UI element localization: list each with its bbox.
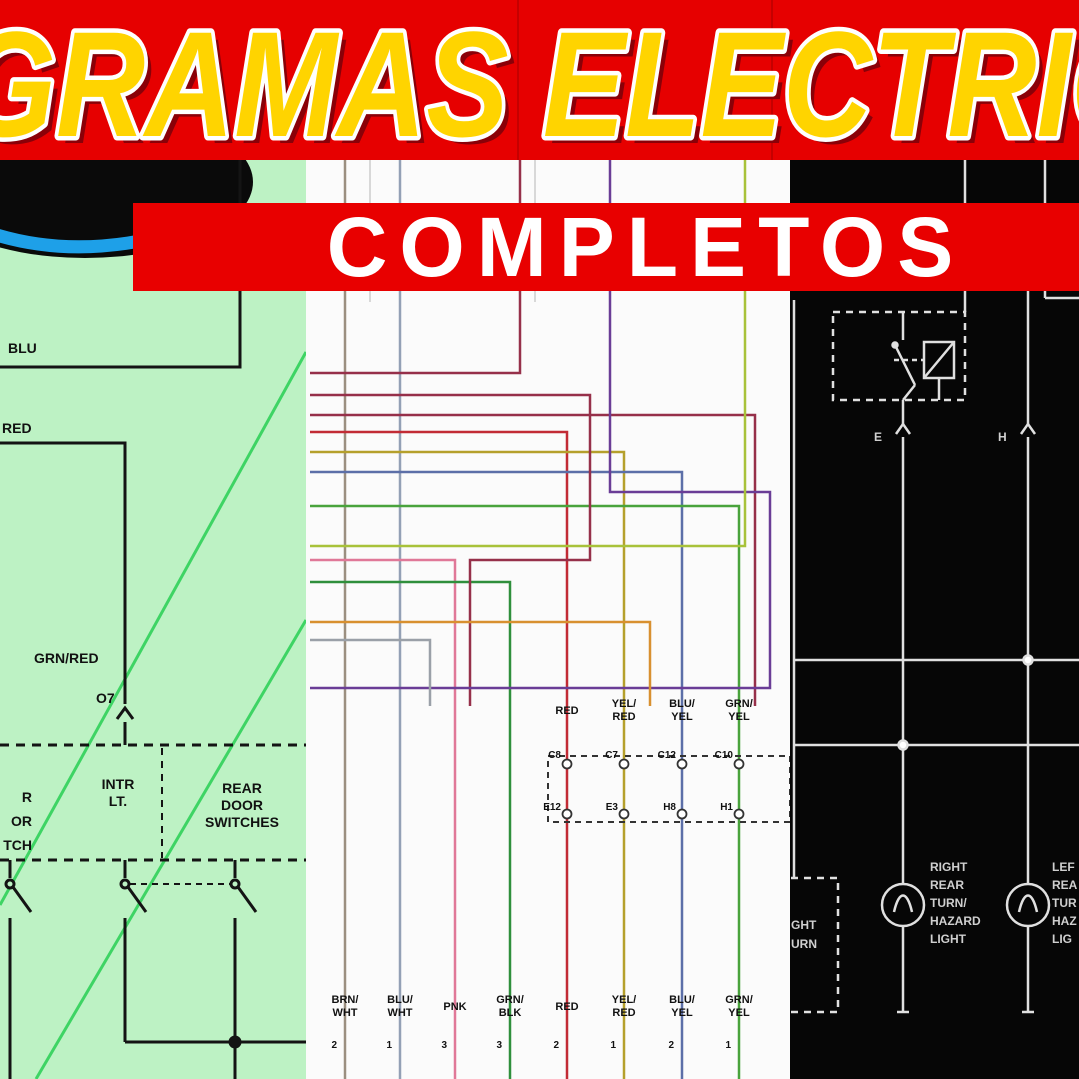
right-diagram-svg bbox=[790, 160, 1079, 1014]
wire-grn-blk bbox=[310, 580, 512, 1079]
pin-label: H1 bbox=[720, 802, 733, 813]
colored-wires bbox=[310, 160, 772, 1079]
middle-diagram-panel bbox=[306, 160, 790, 1079]
turn-lamp-icon bbox=[880, 882, 926, 928]
pin-label: C12 bbox=[657, 750, 676, 761]
subtitle-text: COMPLETOS bbox=[326, 200, 966, 294]
door-switch-symbol bbox=[119, 860, 148, 1042]
label-right-turn-partial: GHT URN bbox=[791, 918, 817, 952]
door-switch-symbol bbox=[4, 860, 33, 1079]
label-rear-door-switches: REAR DOOR SWITCHES bbox=[205, 780, 279, 830]
label-left-rear-turn-partial: LEF REA TUR HAZ LIG bbox=[1052, 860, 1078, 946]
wire-label: GRN/ YEL bbox=[725, 698, 753, 723]
connector-arrow-icon bbox=[1019, 421, 1037, 435]
wire-grn-yel bbox=[310, 504, 741, 1079]
wire-red bbox=[310, 430, 569, 1079]
pin-number: 1 bbox=[386, 1040, 392, 1051]
wire-pnk bbox=[310, 558, 457, 1079]
junction-dot bbox=[228, 1035, 242, 1049]
label-right-rear-turn-hazard-light: RIGHT REAR TURN/ HAZARD LIGHT bbox=[930, 860, 981, 946]
right-circuit-lines bbox=[790, 160, 1079, 1014]
pin-label: E12 bbox=[543, 802, 561, 813]
connector-arrow-icon bbox=[115, 705, 135, 720]
wire-label: BLU/ YEL bbox=[669, 698, 695, 723]
pin-label: E3 bbox=[605, 802, 618, 813]
wire-label-grn-red: GRN/RED bbox=[34, 650, 99, 666]
pin-number: 3 bbox=[496, 1040, 502, 1051]
blue-arc-graphic bbox=[0, 229, 157, 254]
pin-label: C7 bbox=[605, 750, 618, 761]
pin-number: 1 bbox=[610, 1040, 616, 1051]
connector-label-o7: O7 bbox=[96, 690, 115, 706]
pin-number: 3 bbox=[441, 1040, 447, 1051]
label-intr-lt: INTR LT. bbox=[101, 776, 135, 809]
wire-label: RED bbox=[555, 705, 579, 717]
switch-box-partial bbox=[790, 876, 840, 1014]
connector-arrow-icon bbox=[894, 421, 912, 435]
pin-number: 2 bbox=[668, 1040, 674, 1051]
wire-label: RED bbox=[555, 1001, 579, 1013]
pin-number: 2 bbox=[553, 1040, 559, 1051]
pin-number: 1 bbox=[725, 1040, 731, 1051]
pin-number: 2 bbox=[331, 1040, 337, 1051]
wire-yel-red bbox=[310, 450, 626, 1079]
wire-label: YEL/ RED bbox=[611, 698, 637, 723]
wire-label: BLU/ WHT bbox=[387, 994, 413, 1019]
junction-dot bbox=[897, 739, 909, 751]
wire-blu-yel bbox=[310, 470, 684, 1079]
subtitle-bar: COMPLETOS bbox=[133, 203, 1079, 291]
junction-dot bbox=[1022, 654, 1034, 666]
left-circuit-lines bbox=[0, 160, 306, 1079]
wire-label: GRN/ YEL bbox=[725, 994, 753, 1019]
wire-label: BLU/ YEL bbox=[669, 994, 695, 1019]
green-diagonal-lines bbox=[0, 351, 306, 1079]
pin-label: H8 bbox=[663, 802, 676, 813]
relay-symbol bbox=[831, 310, 967, 402]
wire-label-red: RED bbox=[2, 420, 32, 436]
right-diagram-panel bbox=[790, 160, 1079, 1079]
pin-label: C10 bbox=[714, 750, 733, 761]
pin-label-h: H bbox=[998, 430, 1007, 444]
label-left-switch-partial: R OR TCH bbox=[3, 789, 32, 853]
wire-label: PNK bbox=[443, 1001, 467, 1013]
left-diagram-svg bbox=[0, 160, 306, 1079]
wire-label: GRN/ BLK bbox=[496, 994, 524, 1019]
wire-label-blu: BLU bbox=[8, 340, 37, 356]
connector-block bbox=[547, 755, 790, 823]
door-switch-symbol bbox=[229, 860, 258, 1079]
turn-lamp-icon bbox=[1005, 882, 1051, 928]
left-diagram-panel bbox=[0, 160, 306, 1079]
middle-diagram-svg bbox=[310, 160, 790, 1079]
wire-label: YEL/ RED bbox=[611, 994, 637, 1019]
pin-label: C8 bbox=[548, 750, 561, 761]
wire-label: BRN/ WHT bbox=[331, 994, 359, 1019]
pin-label-e: E bbox=[874, 430, 883, 444]
